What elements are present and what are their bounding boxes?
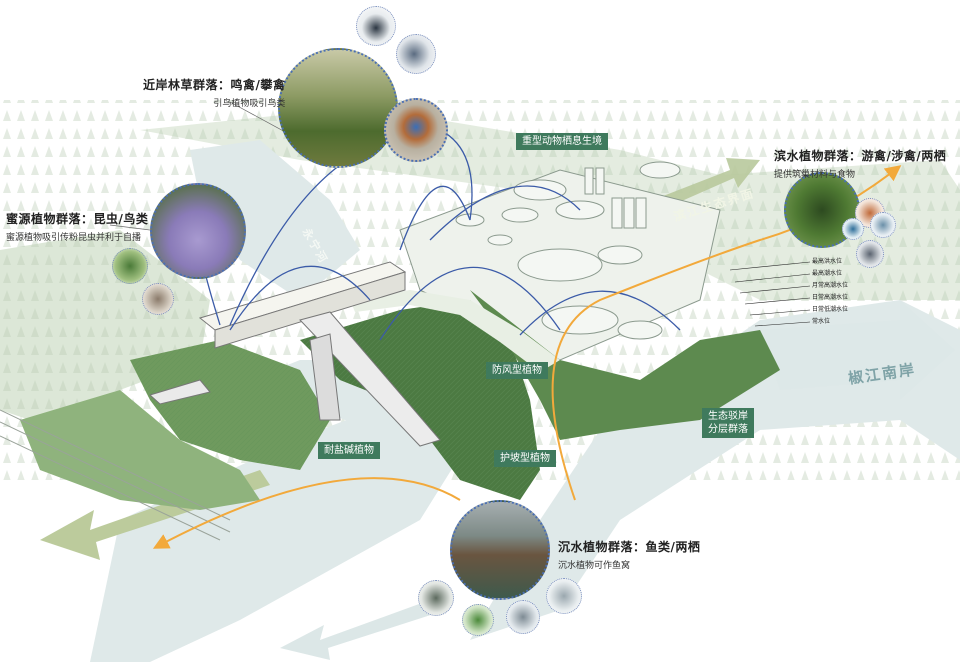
nearshore-annotation: 近岸林草群落：鸣禽/攀禽 引鸟植物吸引鸟类: [143, 76, 285, 109]
fish2-icon: [546, 578, 582, 614]
butterfly-icon: [112, 248, 148, 284]
waterside-sub: 提供筑巢材料与食物: [774, 170, 856, 180]
water-level-3: 月常高潮水位: [812, 282, 849, 289]
waterside-title: 滨水植物群落：游禽/涉禽/两栖: [774, 149, 947, 163]
forest-photo: [278, 48, 398, 168]
nearshore-sub: 引鸟植物吸引鸟类: [213, 99, 286, 109]
submerged-sub: 沉水植物可作鱼窝: [558, 561, 631, 571]
lower-green-bank: [20, 390, 260, 510]
water-level-leaders: [729, 261, 811, 327]
fish-icon: [506, 600, 540, 634]
bank-tag-line1: 生态驳岸: [708, 411, 748, 422]
grebe-icon: [856, 240, 884, 268]
bluebird-photo: [384, 98, 448, 162]
left-bank-texture: [130, 340, 330, 470]
shrike-icon: [396, 34, 436, 74]
water-level-1: 最高洪水位: [812, 258, 843, 265]
water-level-2: 最高潮水位: [812, 270, 843, 277]
dragonfly-icon: [142, 283, 174, 315]
water-level-4: 日常高潮水位: [812, 294, 849, 301]
bottom-arrow: [280, 600, 440, 660]
frog-icon: [462, 604, 494, 636]
waterside-annotation: 滨水植物群落：游禽/涉禽/两栖 提供筑巢材料与食物: [774, 147, 946, 180]
bank-tag: 生态驳岸 分层群落: [702, 408, 754, 438]
magpie-icon: [356, 6, 396, 46]
lower-river: [90, 400, 470, 662]
nectar-sub: 蜜源植物吸引传粉昆虫并利于自播: [6, 233, 142, 243]
animal-movement-arcs: [199, 129, 681, 341]
saline-tag: 耐盐碱植物: [318, 442, 380, 459]
jiaojiang-arrow: [760, 300, 955, 400]
egret-icon: [870, 212, 896, 238]
submerged-annotation: 沉水植物群落：鱼类/两栖 沉水植物可作鱼窝: [558, 538, 700, 571]
rail-track: [0, 409, 231, 541]
water-level-6: 常水位: [812, 318, 831, 325]
kingfisher-icon: [842, 218, 864, 240]
windbreak-tag: 防风型植物: [486, 362, 548, 379]
nectar-photo: [150, 183, 246, 279]
right-green-terrace: [470, 290, 780, 440]
nectar-title: 蜜源植物群落：昆虫/鸟类: [6, 212, 149, 226]
slope-tag: 护坡型植物: [494, 450, 556, 467]
bank-tag-line2: 分层群落: [708, 424, 748, 435]
nectar-annotation: 蜜源植物群落：昆虫/鸟类 蜜源植物吸引传粉昆虫并利于自播: [6, 210, 148, 243]
submerged-photo: [450, 500, 550, 600]
yongning-river: [190, 140, 360, 300]
observation-building: [149, 261, 441, 447]
nearshore-title: 近岸林草群落：鸣禽/攀禽: [143, 78, 286, 92]
goose-icon: [418, 580, 454, 616]
submerged-title: 沉水植物群落：鱼类/两栖: [558, 540, 701, 554]
water-level-5: 日常低潮水位: [812, 306, 849, 313]
habitat-tag: 重型动物栖息生境: [516, 133, 608, 150]
